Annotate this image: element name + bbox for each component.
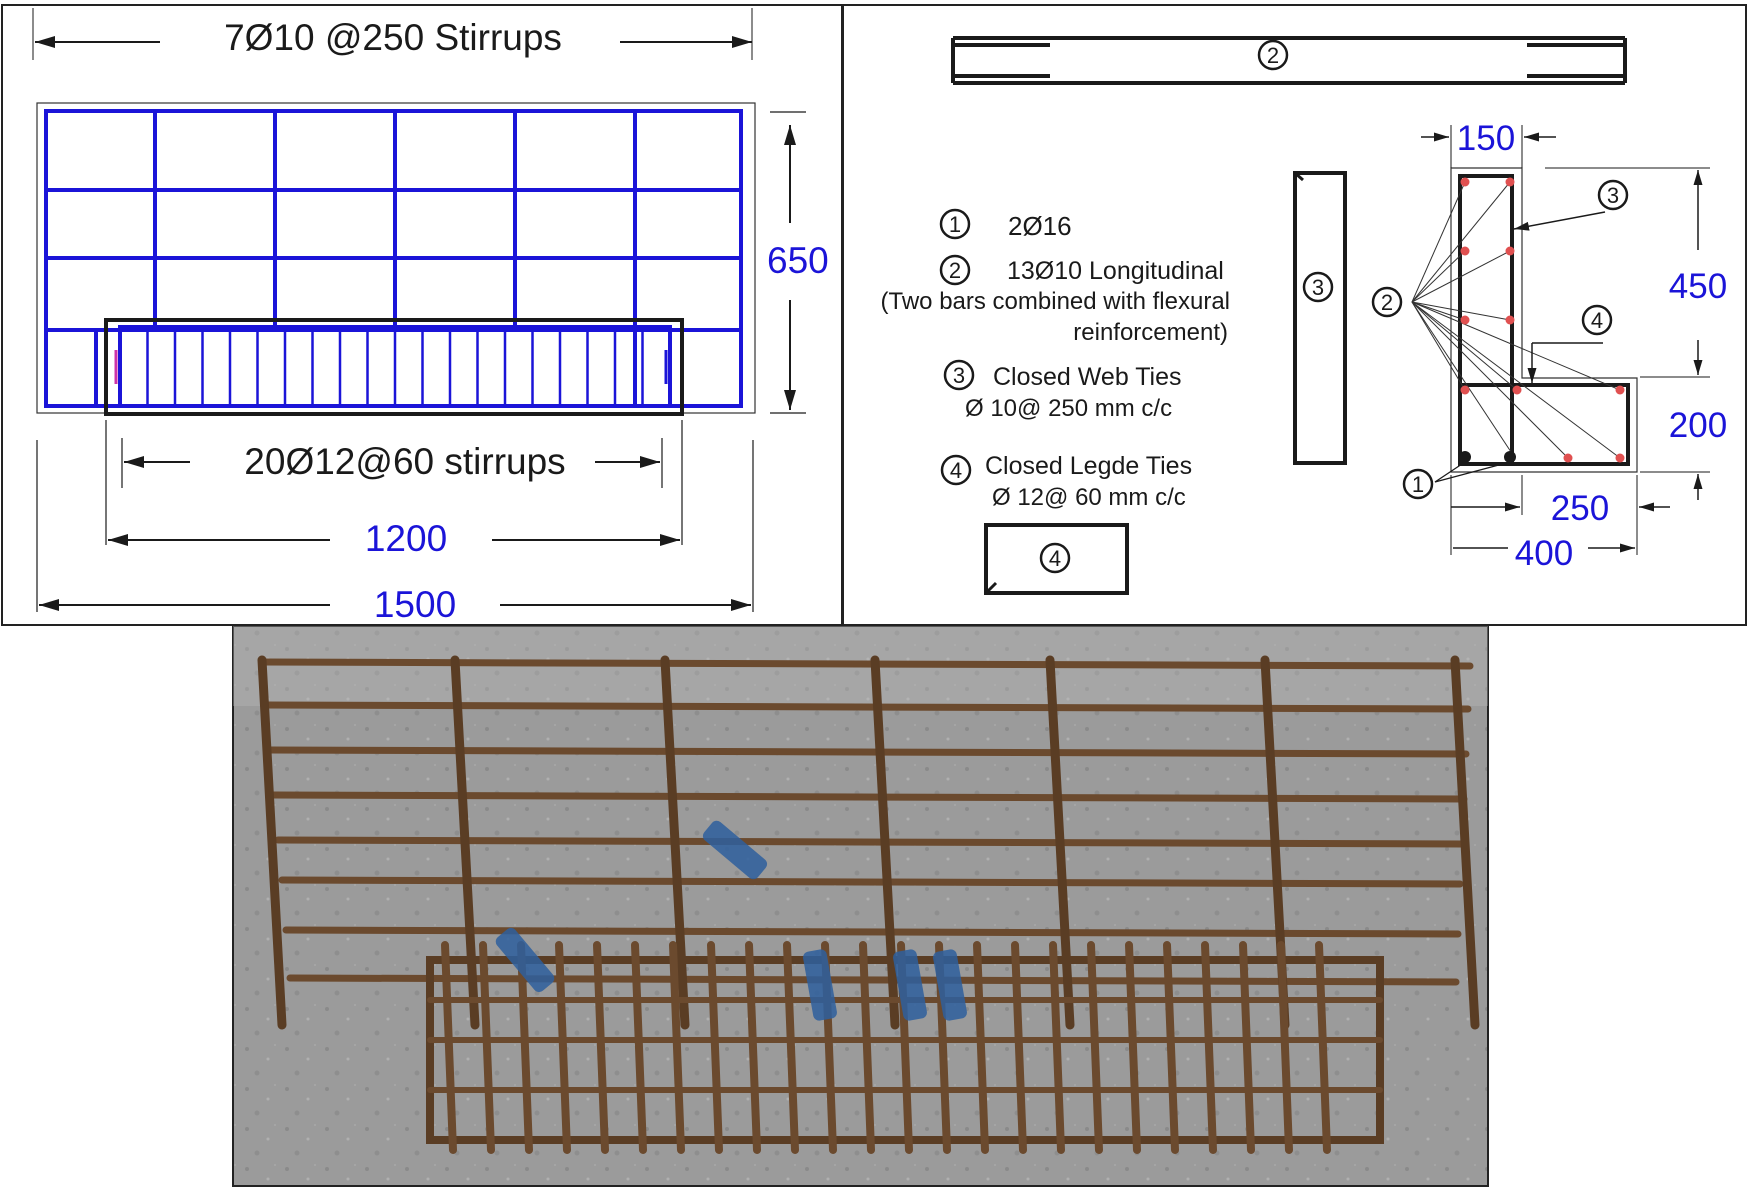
cage-ledge-stirrup	[1163, 941, 1179, 1154]
cage-ledge-stirrup	[859, 941, 875, 1154]
legend-text-2b: (Two bars combined with flexural	[881, 288, 1230, 315]
cage-longitudinal-bar	[270, 791, 1468, 803]
cage-ledge-stirrup	[669, 941, 685, 1154]
dim-height-650: 650	[767, 240, 829, 281]
callout-2: 2	[1381, 290, 1393, 315]
dim-web-width-150: 150	[1457, 119, 1515, 158]
cage-ledge-stirrup	[1087, 941, 1103, 1154]
strain-gauge-wrap	[893, 949, 927, 1021]
dim-ledge-width-250: 250	[1551, 489, 1609, 528]
cage-ledge-stirrup	[479, 941, 495, 1154]
cage-ledge-stirrup	[441, 941, 457, 1154]
strain-gauge-wrap	[803, 949, 837, 1021]
strain-gauge-wrap	[495, 927, 555, 993]
top-stirrups-label: 7Ø10 @250 Stirrups	[224, 17, 562, 58]
cage-ledge-stirrup	[783, 941, 799, 1154]
details-panel: 2 1 2Ø16 2 13Ø10 Longitudinal (Two bars …	[842, 4, 1747, 626]
cage-ledge-stirrup	[1315, 941, 1331, 1154]
beam-cross-section: 3 4 2 1 150 450	[1371, 119, 1727, 573]
cage-ledge-stirrup	[707, 941, 723, 1154]
cage-ledge-stirrup	[517, 941, 533, 1154]
strain-gauge-wrap	[933, 949, 967, 1021]
callout-1: 1	[1412, 472, 1424, 497]
bar-4-marker: 4	[1049, 546, 1061, 571]
bar-4-shape: 4	[984, 523, 1129, 595]
legend-marker-2: 2	[949, 258, 961, 283]
legend-text-4b: Ø 12@ 60 mm c/c	[992, 484, 1186, 511]
cage-ledge-stirrup	[1201, 941, 1217, 1154]
cage-web-stirrup	[1450, 655, 1480, 1030]
legend-text-3: Closed Web Ties	[993, 363, 1182, 391]
cage-ledge-stirrup	[1239, 941, 1255, 1154]
cage-ledge-stirrup	[1277, 941, 1293, 1154]
cage-web-stirrup	[257, 655, 287, 1030]
bar-3-shape: 3	[1293, 171, 1347, 465]
elevation-panel: 7Ø10 @250 Stirrups	[1, 4, 843, 626]
cage-web-stirrup	[450, 655, 480, 1030]
cage-ledge-stirrup	[1125, 941, 1141, 1154]
cage-ledge-stirrup	[593, 941, 609, 1154]
cage-web-stirrup	[1045, 655, 1075, 1030]
cage-web-stirrup	[660, 655, 690, 1030]
dim-total-1500: 1500	[374, 584, 456, 625]
legend-text-3b: Ø 10@ 250 mm c/c	[965, 395, 1172, 422]
bar-2-marker: 2	[1267, 43, 1279, 68]
cage-ledge-stirrup	[745, 941, 761, 1154]
cage-longitudinal-bar	[274, 836, 1466, 848]
ledge-stirrups	[104, 318, 684, 416]
legend: 1 2Ø16 2 13Ø10 Longitudinal (Two bars co…	[881, 208, 1230, 511]
legend-marker-4: 4	[950, 458, 962, 483]
rebar-cage-photo	[232, 625, 1489, 1187]
callout-4: 4	[1591, 308, 1603, 333]
legend-marker-3: 3	[953, 363, 965, 388]
dim-total-width-400: 400	[1515, 534, 1573, 573]
web-grid	[44, 109, 743, 408]
legend-marker-1: 1	[949, 212, 961, 237]
cage-longitudinal-bar	[282, 926, 1462, 938]
cage-ledge-stirrup	[1011, 941, 1027, 1154]
cage-longitudinal-bar	[266, 746, 1470, 758]
cage-ledge-stirrup	[631, 941, 647, 1154]
cage-ledge-stirrup	[973, 941, 989, 1154]
legend-text-2c: reinforcement)	[1073, 319, 1228, 346]
cage-longitudinal-bar	[262, 701, 1472, 713]
cage-longitudinal-bar	[278, 876, 1464, 888]
cage-web-stirrup	[870, 655, 900, 1030]
cage-ledge-stirrup	[1049, 941, 1065, 1154]
strain-gauge-wrap	[702, 820, 768, 880]
bar-3-marker: 3	[1312, 275, 1324, 300]
dim-web-height-450: 450	[1669, 267, 1727, 306]
cage-ledge-stirrup	[555, 941, 571, 1154]
cage-longitudinal-bar	[258, 658, 1474, 670]
legend-text-2: 13Ø10 Longitudinal	[1007, 257, 1224, 285]
dim-ledge-1200: 1200	[365, 518, 447, 559]
bar-2-shape	[951, 36, 1627, 85]
legend-text-1: 2Ø16	[1008, 211, 1072, 241]
bottom-stirrups-label: 20Ø12@60 stirrups	[244, 441, 565, 482]
legend-text-4: Closed Legde Ties	[985, 452, 1192, 480]
callout-3: 3	[1607, 183, 1619, 208]
dim-ledge-height-200: 200	[1669, 406, 1727, 445]
